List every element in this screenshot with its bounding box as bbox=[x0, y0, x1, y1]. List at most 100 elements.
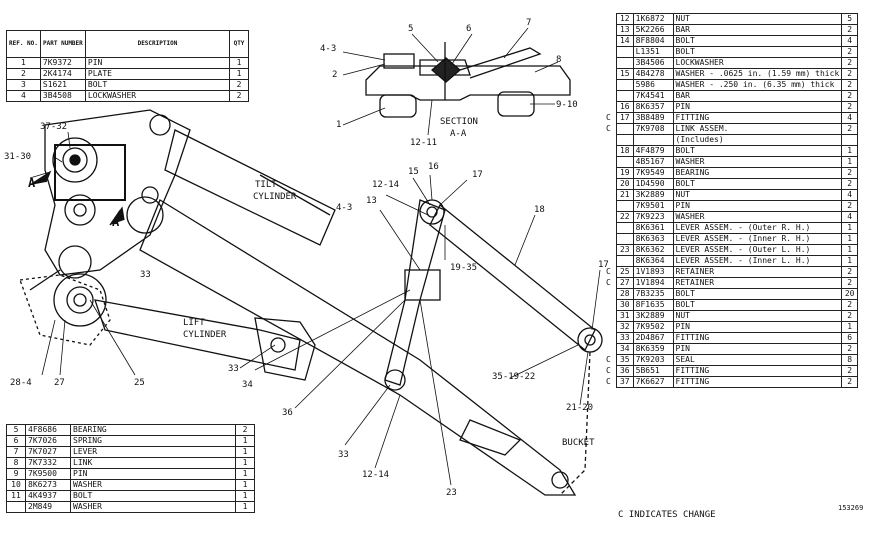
cell-ref: 27 bbox=[616, 277, 634, 289]
cell-ref: 17 bbox=[616, 112, 634, 124]
cell-desc: FITTING bbox=[672, 112, 843, 124]
link-assembly bbox=[429, 203, 603, 353]
cell-desc: FITTING bbox=[672, 376, 843, 388]
callout-25: 25 bbox=[134, 378, 145, 388]
callout-6: 6 bbox=[466, 24, 472, 34]
cell-desc: WASHER bbox=[672, 156, 843, 168]
cell-part: 7K9502 bbox=[632, 321, 674, 333]
cell-qty: 1 bbox=[841, 244, 858, 256]
cell-desc: BOLT bbox=[84, 79, 231, 91]
section-arrow-a-1: A bbox=[28, 176, 36, 190]
callout-33-upper: 33 bbox=[140, 270, 151, 280]
cell-qty: 1 bbox=[229, 57, 249, 69]
cell-ref: 32 bbox=[616, 321, 634, 333]
cell-qty: 2 bbox=[841, 24, 858, 36]
cell-part: 8K6364 bbox=[632, 255, 674, 267]
cell-desc: WASHER bbox=[70, 501, 236, 513]
cell-desc: FITTING bbox=[672, 365, 843, 377]
section-arrow-a-2: A bbox=[112, 215, 120, 229]
vertical-lever bbox=[384, 199, 446, 391]
cell-part: 7K9223 bbox=[632, 211, 674, 223]
lift-cylinder-drawing bbox=[19, 273, 316, 381]
callout-28-4: 28-4 bbox=[10, 378, 32, 388]
cell-part: 1V1894 bbox=[632, 277, 674, 289]
cell-ref bbox=[616, 134, 634, 146]
callout-18: 18 bbox=[534, 205, 545, 215]
cell-part: 3K2889 bbox=[632, 189, 674, 201]
cell-desc: NUT bbox=[672, 310, 843, 322]
cell-part: 8F1635 bbox=[632, 299, 674, 311]
cell-qty: 1 bbox=[235, 479, 255, 491]
bucket-label: BUCKET bbox=[562, 438, 595, 448]
cell-qty: 2 bbox=[841, 79, 858, 91]
cell-qty: 1 bbox=[235, 501, 255, 513]
callout-9-10: 9-10 bbox=[556, 100, 578, 110]
cell-part: 8K6357 bbox=[632, 101, 674, 113]
cell-qty: 2 bbox=[841, 376, 858, 388]
change-marker: C bbox=[606, 278, 611, 287]
cell-desc: WASHER - .0625 in. (1.59 mm) thick bbox=[672, 68, 843, 80]
cell-part: 8K6273 bbox=[25, 479, 71, 491]
cell-part: 1V1893 bbox=[632, 266, 674, 278]
boom-arm bbox=[29, 199, 577, 496]
cell-desc: LINK ASSEM. bbox=[672, 123, 843, 135]
cell-ref: 31 bbox=[616, 310, 634, 322]
cell-desc: BOLT bbox=[672, 145, 843, 157]
cell-ref: 10 bbox=[6, 479, 26, 491]
cell-ref: 35 bbox=[616, 354, 634, 366]
cell-desc: WASHER bbox=[70, 479, 236, 491]
cell-desc: NUT bbox=[672, 189, 843, 201]
cell-desc: PLATE bbox=[84, 68, 231, 80]
cell-qty: 2 bbox=[841, 299, 858, 311]
cell-desc: WASHER - .250 in. (6.35 mm) thick bbox=[672, 79, 843, 91]
callout-33-lift: 33 bbox=[228, 364, 239, 374]
cell-ref: 22 bbox=[616, 211, 634, 223]
lift-cylinder-label-2: CYLINDER bbox=[183, 330, 227, 340]
cell-qty: 1 bbox=[235, 468, 255, 480]
callout-12-14-lower: 12-14 bbox=[362, 470, 390, 480]
callout-17-right: 17 bbox=[598, 260, 609, 270]
callout-37-32: 37-32 bbox=[40, 122, 68, 132]
callout-12-14-upper: 12-14 bbox=[372, 180, 400, 190]
cell-part: 7K9501 bbox=[632, 200, 674, 212]
cell-ref: 23 bbox=[616, 244, 634, 256]
cell-desc: LINK bbox=[70, 457, 236, 469]
cell-qty: 2 bbox=[841, 68, 858, 80]
cell-qty: 2 bbox=[841, 167, 858, 179]
cell-qty: 4 bbox=[841, 112, 858, 124]
cell-qty: 4 bbox=[841, 189, 858, 201]
cell-qty: 1 bbox=[235, 490, 255, 502]
section-a-a-drawing bbox=[365, 42, 571, 118]
callout-4-3-mid: 4-3 bbox=[336, 203, 353, 213]
change-marker: C bbox=[606, 377, 611, 386]
cell-part: 2D4867 bbox=[632, 332, 674, 344]
callout-8: 8 bbox=[556, 55, 562, 65]
cell-ref: 33 bbox=[616, 332, 634, 344]
cell-desc: BOLT bbox=[70, 490, 236, 502]
cell-ref: 2 bbox=[6, 68, 41, 80]
cell-part: 3B4506 bbox=[632, 57, 674, 69]
cell-qty: 2 bbox=[229, 79, 249, 91]
change-marker: C bbox=[606, 113, 611, 122]
cell-ref bbox=[616, 233, 634, 245]
cell-qty: 1 bbox=[235, 446, 255, 458]
cell-desc: PIN bbox=[84, 57, 231, 69]
cell-ref: 18 bbox=[616, 145, 634, 157]
cell-ref: 15 bbox=[616, 68, 634, 80]
lift-arm-tower bbox=[44, 109, 191, 279]
cell-part: 7K4541 bbox=[632, 90, 674, 102]
cell-desc: LOCKWASHER bbox=[84, 90, 231, 102]
